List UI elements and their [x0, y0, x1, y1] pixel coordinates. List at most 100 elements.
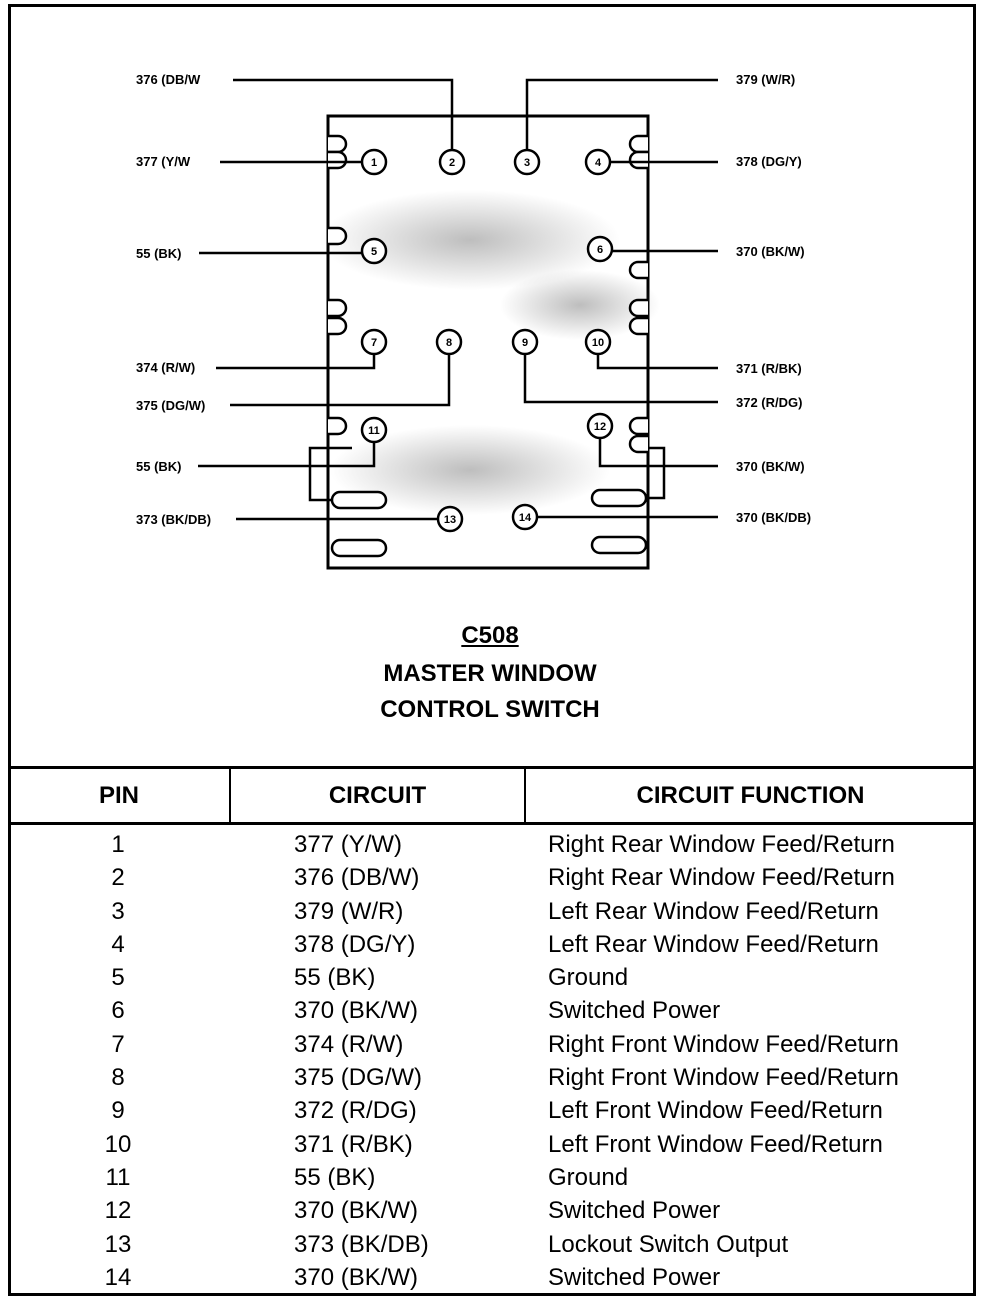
cell-function: Ground — [548, 1163, 629, 1191]
connector-title-line1: MASTER WINDOW — [383, 660, 597, 687]
connector-slots — [330, 488, 648, 558]
pin-11: 11 — [360, 416, 388, 444]
cell-pin: 7 — [111, 1030, 125, 1058]
cell-function: Right Rear Window Feed/Return — [548, 864, 895, 892]
pin-5: 5 — [360, 237, 388, 265]
wire-label: 370 (BK/DB) — [736, 510, 811, 525]
shading — [330, 425, 610, 515]
cell-function: Right Front Window Feed/Return — [548, 1030, 899, 1058]
pin-2: 2 — [438, 148, 466, 176]
cell-circuit: 373 (BK/DB) — [294, 1230, 429, 1258]
wire-label: 374 (R/W) — [136, 360, 195, 375]
pin-number: 5 — [371, 246, 377, 258]
cell-pin: 9 — [111, 1097, 125, 1125]
pin-6: 6 — [586, 235, 614, 263]
cell-pin: 5 — [111, 964, 125, 992]
wire-label: 378 (DG/Y) — [736, 154, 802, 169]
pin-socket — [360, 237, 388, 265]
cell-circuit: 375 (DG/W) — [294, 1064, 423, 1092]
wire-label: 375 (DG/W) — [136, 398, 205, 413]
cell-pin: 3 — [111, 897, 125, 925]
cell-pin: 4 — [111, 930, 125, 958]
table-row: 13 373 (BK/DB) Lockout Switch Output — [8, 1228, 976, 1261]
table-row: 1 377 (Y/W) Right Rear Window Feed/Return — [8, 828, 976, 861]
cell-function: Switched Power — [548, 997, 721, 1025]
header-function: CIRCUIT FUNCTION — [636, 782, 865, 809]
cell-circuit: 376 (DB/W) — [294, 864, 420, 892]
pin-number: 11 — [368, 425, 380, 437]
pin-socket — [511, 328, 539, 356]
cell-pin: 1 — [111, 831, 125, 858]
pin-socket — [360, 416, 388, 444]
table-top-rule — [8, 766, 976, 769]
cell-circuit: 371 (R/BK) — [294, 1130, 413, 1158]
cell-function: Left Front Window Feed/Return — [548, 1130, 883, 1158]
pin-4: 4 — [584, 148, 612, 176]
pin-socket — [584, 328, 612, 356]
pin-1: 1 — [360, 148, 388, 176]
pin-9: 9 — [511, 328, 539, 356]
cell-function: Switched Power — [548, 1197, 721, 1225]
table-col-divider-2 — [524, 768, 526, 824]
cell-function: Lockout Switch Output — [548, 1230, 789, 1258]
pin-number: 9 — [522, 337, 528, 349]
cell-function: Left Rear Window Feed/Return — [548, 930, 879, 958]
wire-label: 371 (R/BK) — [736, 361, 802, 376]
wire-label: 379 (W/R) — [736, 72, 795, 87]
cell-circuit: 370 (BK/W) — [294, 997, 419, 1025]
table-col-divider-1 — [229, 768, 231, 824]
pin-socket — [513, 148, 541, 176]
cell-pin: 6 — [111, 997, 125, 1025]
wire-label: 376 (DB/W — [136, 72, 201, 87]
pin-socket — [584, 148, 612, 176]
shading — [320, 190, 620, 290]
pin-socket — [586, 412, 614, 440]
pin-7: 7 — [360, 328, 388, 356]
pin-number: 12 — [594, 421, 606, 433]
cell-circuit: 372 (R/DG) — [294, 1097, 417, 1125]
document-frame — [8, 4, 976, 1296]
pin-socket — [360, 328, 388, 356]
table-header-rule — [8, 822, 976, 825]
cell-pin: 10 — [104, 1130, 132, 1158]
pin-number: 1 — [371, 157, 377, 169]
cell-function: Left Front Window Feed/Return — [548, 1097, 883, 1125]
cell-pin: 8 — [111, 1064, 125, 1092]
cell-function: Right Rear Window Feed/Return — [548, 831, 895, 858]
pin-number: 7 — [371, 337, 377, 349]
table-row: 10 371 (R/BK) Left Front Window Feed/Retur… — [8, 1128, 976, 1161]
connector-latches — [328, 134, 648, 454]
connector-title-line2: CONTROL SWITCH — [380, 696, 600, 723]
table-row: 9 372 (R/DG) Left Front Window Feed/Return — [8, 1094, 976, 1127]
header-pin: PIN — [98, 782, 139, 809]
wire-label: 55 (BK) — [136, 459, 182, 474]
cell-function: Right Front Window Feed/Return — [548, 1064, 899, 1092]
pin-12: 12 — [586, 412, 614, 440]
table-row: 6 370 (BK/W) Switched Power — [8, 994, 976, 1027]
wire-label: 370 (BK/W) — [736, 244, 805, 259]
pin-socket — [435, 328, 463, 356]
cell-function: Left Rear Window Feed/Return — [548, 897, 879, 925]
pin-socket — [436, 505, 464, 533]
pin-3: 3 — [513, 148, 541, 176]
pin-13: 13 — [436, 505, 464, 533]
table-row: 8 375 (DG/W) Right Front Window Feed/Retur… — [8, 1061, 976, 1094]
wire-label: 372 (R/DG) — [736, 395, 802, 410]
wire-label: 55 (BK) — [136, 246, 182, 261]
pin-number: 6 — [597, 244, 603, 256]
shading — [500, 270, 660, 340]
bracket-left — [308, 446, 352, 502]
cell-circuit: 377 (Y/W) — [294, 831, 403, 858]
cell-circuit: 378 (DG/Y) — [294, 930, 416, 958]
cell-pin: 13 — [104, 1230, 132, 1258]
wire-label: 370 (BK/W) — [736, 459, 805, 474]
cell-pin: 12 — [104, 1197, 132, 1225]
pin-8: 8 — [435, 328, 463, 356]
pin-number: 4 — [595, 157, 602, 169]
